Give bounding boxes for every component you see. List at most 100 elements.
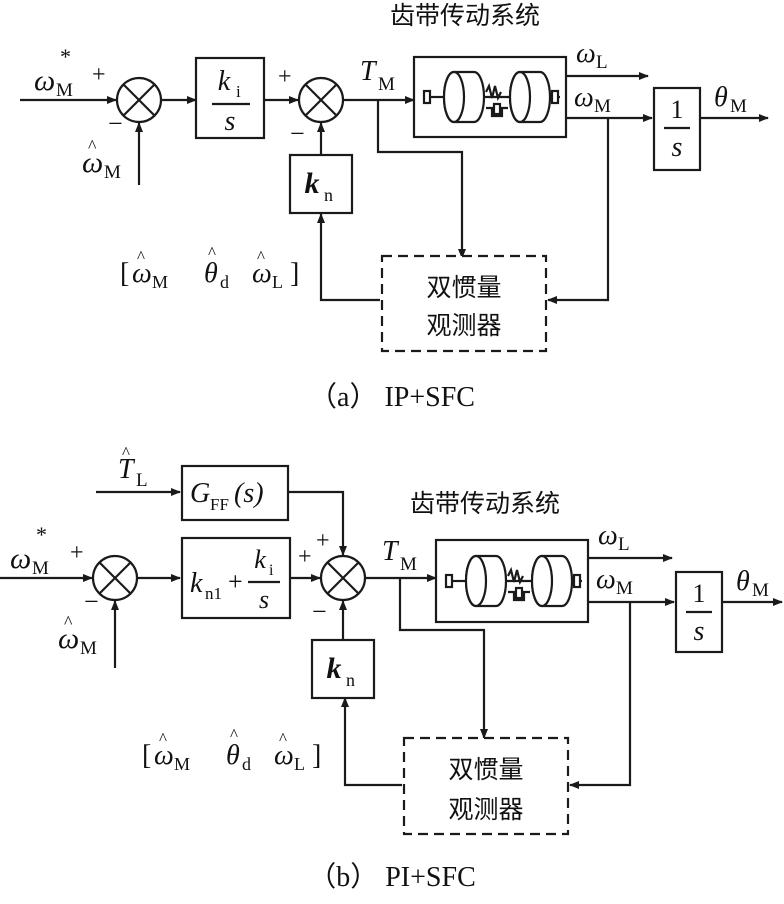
svg-text:ω: ω bbox=[10, 542, 31, 575]
kn-sub-a: n bbox=[324, 185, 333, 205]
state-feedback-gain-block-b: k n bbox=[310, 638, 376, 700]
label-theta-m-b: θ M bbox=[736, 566, 769, 601]
svg-text:M: M bbox=[56, 80, 73, 101]
svg-text:M: M bbox=[594, 96, 611, 117]
label-omega-l-b: ω L bbox=[598, 520, 630, 555]
svg-text:+: + bbox=[70, 540, 84, 566]
svg-text:L: L bbox=[596, 52, 608, 73]
belt-drive-plant-block-a bbox=[412, 55, 568, 139]
sum-junction-2-a bbox=[297, 76, 345, 124]
svg-text:(s): (s) bbox=[234, 478, 264, 509]
label-omega-m-b: ω M bbox=[596, 564, 633, 599]
observer-label-2-b: 观测器 bbox=[448, 795, 523, 824]
ff-to-sum-b bbox=[288, 490, 347, 556]
svg-text:L: L bbox=[136, 470, 148, 491]
label-omega-m-a: ω M bbox=[574, 82, 611, 117]
two-mass-icon-b bbox=[444, 554, 582, 608]
svg-text:−: − bbox=[108, 109, 123, 138]
observer-to-kn-b bbox=[341, 697, 402, 787]
svg-text:θ: θ bbox=[204, 258, 218, 289]
svg-text:k: k bbox=[254, 545, 266, 574]
svg-text:ω: ω bbox=[574, 82, 594, 113]
svg-text:^: ^ bbox=[279, 729, 287, 748]
svg-text:*: * bbox=[36, 522, 47, 547]
svg-text:^: ^ bbox=[137, 247, 145, 266]
svg-text:]: ] bbox=[290, 258, 299, 289]
svg-text:M: M bbox=[752, 580, 769, 601]
two-mass-icon-a bbox=[422, 70, 560, 124]
svg-text:d: d bbox=[242, 754, 251, 774]
svg-text:[: [ bbox=[142, 740, 151, 771]
svg-text:FF: FF bbox=[210, 495, 229, 514]
svg-text:ω: ω bbox=[252, 258, 272, 289]
svg-text:s: s bbox=[694, 616, 705, 647]
svg-text:G: G bbox=[190, 478, 210, 509]
svg-text:ω: ω bbox=[596, 564, 616, 595]
svg-text:M: M bbox=[104, 162, 121, 183]
label-load-torque-hat-b: T ^ L bbox=[118, 443, 148, 491]
svg-text:θ: θ bbox=[714, 82, 728, 113]
label-omega-l-a: ω L bbox=[576, 38, 608, 73]
state-feedback-gain-block-a: k n bbox=[288, 153, 354, 215]
label-omega-hat-fb-b: − ω ^ M bbox=[58, 587, 99, 659]
svg-text:ω: ω bbox=[576, 38, 596, 69]
svg-text:ω: ω bbox=[274, 740, 294, 771]
dual-inertia-observer-b: 双惯量 观测器 bbox=[402, 736, 570, 836]
svg-text:ω: ω bbox=[82, 146, 103, 179]
svg-text:d: d bbox=[220, 272, 229, 292]
svg-text:M: M bbox=[616, 578, 633, 599]
belt-drive-plant-block-b bbox=[434, 538, 590, 624]
label-omega-ref-a: ω M * + bbox=[34, 44, 106, 101]
sum-junction-1-b bbox=[91, 554, 139, 602]
observer-label-1-a: 双惯量 bbox=[426, 273, 501, 302]
svg-text:L: L bbox=[294, 754, 305, 774]
svg-text:s: s bbox=[259, 585, 269, 614]
svg-text:M: M bbox=[400, 554, 417, 575]
svg-text:−: − bbox=[84, 587, 99, 616]
feedforward-block-b: G FF (s) bbox=[180, 464, 290, 522]
svg-text:M: M bbox=[152, 272, 168, 292]
svg-text:^: ^ bbox=[208, 243, 216, 262]
integrator-gain-block-a: k i s bbox=[194, 56, 266, 140]
svg-text:^: ^ bbox=[64, 612, 73, 632]
svg-text:k: k bbox=[190, 568, 203, 599]
svg-text:L: L bbox=[272, 272, 283, 292]
svg-text:*: * bbox=[60, 44, 71, 69]
torque-to-observer-b bbox=[398, 578, 488, 739]
svg-text:+: + bbox=[316, 528, 330, 554]
plant-title-b: 齿带传动系统 bbox=[410, 489, 560, 518]
svg-text:−: − bbox=[312, 597, 327, 626]
svg-text:ω: ω bbox=[154, 740, 174, 771]
svg-text:M: M bbox=[378, 74, 395, 95]
omega-m-to-observer-a bbox=[547, 118, 610, 304]
svg-text:+: + bbox=[228, 567, 243, 596]
svg-text:ω: ω bbox=[132, 258, 152, 289]
pi-controller-block-b: k n1 + k i s bbox=[180, 536, 292, 620]
observer-to-kn-a bbox=[317, 213, 380, 302]
label-torque-b: T M bbox=[382, 536, 417, 575]
int-s-a: s bbox=[672, 132, 683, 163]
svg-text:M: M bbox=[730, 96, 747, 117]
svg-text:^: ^ bbox=[159, 729, 167, 748]
svg-text:ω: ω bbox=[34, 64, 55, 97]
svg-text:θ: θ bbox=[736, 566, 750, 597]
omega-m-to-observer-b bbox=[569, 602, 632, 789]
svg-text:]: ] bbox=[312, 740, 321, 771]
svg-text:L: L bbox=[618, 534, 630, 555]
svg-text:^: ^ bbox=[257, 247, 265, 266]
diagram-a-ip-sfc: 齿带传动系统 k i s bbox=[20, 1, 769, 413]
dual-inertia-observer-a: 双惯量 观测器 bbox=[380, 254, 548, 353]
kn-k-a: k bbox=[305, 167, 320, 200]
svg-text:^: ^ bbox=[122, 443, 130, 462]
observer-label-2-a: 观测器 bbox=[426, 311, 501, 340]
ki-sub-a: i bbox=[236, 82, 241, 101]
svg-text:+: + bbox=[298, 544, 312, 570]
svg-text:T: T bbox=[118, 454, 136, 485]
svg-text:^: ^ bbox=[230, 725, 238, 744]
svg-text:T: T bbox=[382, 536, 400, 567]
svg-text:n: n bbox=[346, 670, 355, 690]
ki-s-a: s bbox=[225, 106, 236, 137]
position-integrator-block-a: 1 s bbox=[652, 86, 702, 172]
